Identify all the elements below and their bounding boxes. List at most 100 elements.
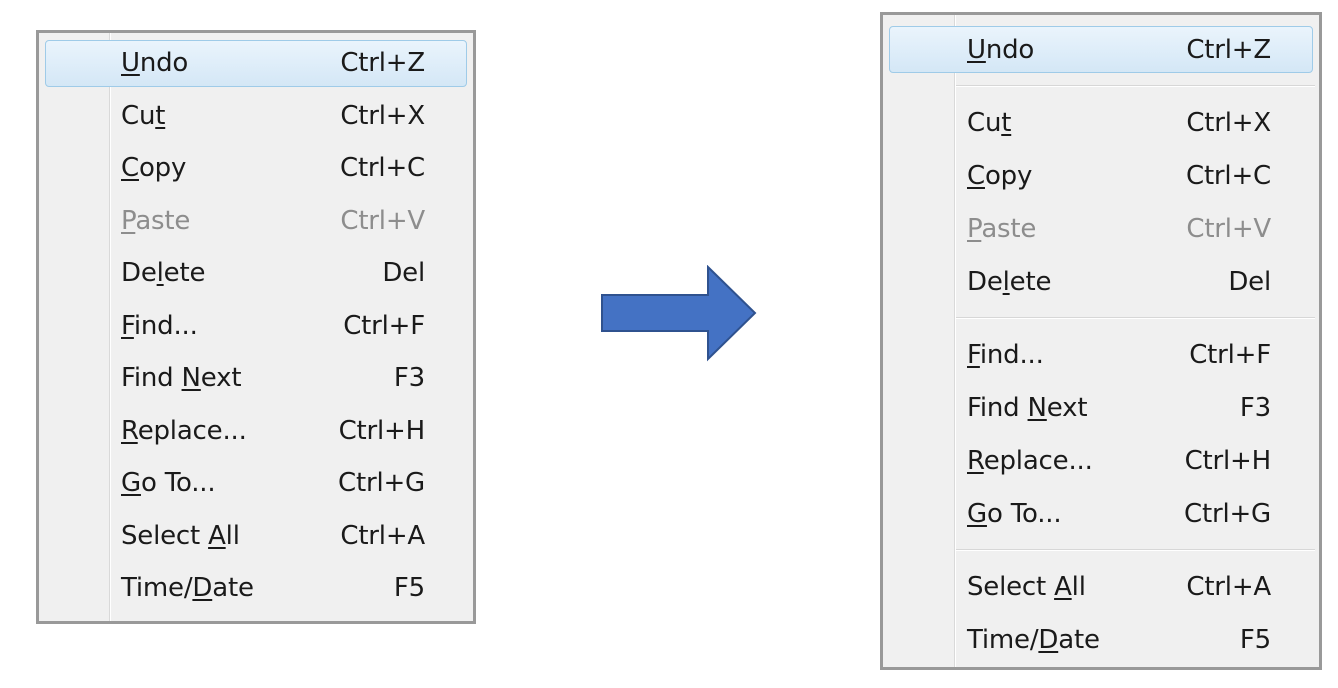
label-text: aste [135, 205, 191, 236]
label-text: ind... [133, 310, 198, 341]
access-key: U [967, 34, 986, 65]
menu-item-label: Go To... [967, 498, 1062, 529]
menu-item-label: Go To... [121, 468, 216, 499]
right-arrow-icon [601, 265, 757, 362]
menu-item-label: Find Next [967, 392, 1088, 423]
menu-item-shortcut: Ctrl+F [1189, 339, 1271, 370]
label-text: Cu [121, 100, 156, 131]
label-text: o To... [986, 498, 1062, 529]
label-text: aste [981, 213, 1037, 244]
label-text: Find [121, 363, 182, 394]
menu-item[interactable]: Go To...Ctrl+G [883, 487, 1319, 540]
label-text: ind... [979, 339, 1044, 370]
access-key: F [121, 310, 134, 341]
label-text: Select [121, 520, 209, 551]
access-key: P [967, 213, 982, 244]
access-key: F [967, 339, 980, 370]
menu-item-label: Replace... [121, 416, 247, 446]
menu-item-label: Undo [121, 48, 188, 78]
label-text: ext [200, 363, 242, 394]
label-text: Cu [967, 107, 1002, 138]
label-text: opy [984, 160, 1033, 191]
menu-item-shortcut: Ctrl+X [340, 100, 425, 131]
menu-item-label: Paste [967, 214, 1036, 244]
menu-item[interactable]: Go To... Ctrl+G [39, 457, 473, 510]
menu-separator [956, 85, 1315, 87]
access-key: N [1027, 392, 1047, 423]
arrow-shape [601, 265, 757, 362]
menu-separator [956, 317, 1315, 319]
menu-item-shortcut: Ctrl+V [1186, 213, 1271, 244]
menu-item-shortcut: Ctrl+C [1185, 160, 1271, 191]
menu-item-shortcut: F5 [1239, 624, 1271, 655]
label-text: opy [138, 153, 187, 184]
label-text: Time/ [967, 624, 1039, 655]
menu-item-label: Select All [121, 521, 240, 551]
access-key: R [967, 445, 984, 476]
label-text: ndo [139, 48, 189, 79]
label-text: De [121, 258, 157, 289]
menu-item[interactable]: Find... Ctrl+F [39, 300, 473, 353]
menu-item-highlight [45, 40, 467, 87]
access-key: R [121, 415, 138, 446]
menu-item-shortcut: Ctrl+H [1184, 445, 1272, 476]
menu-item[interactable]: Copy Ctrl+C [883, 149, 1319, 202]
menu-item-label: Find Next [121, 363, 242, 394]
access-key: G [967, 498, 987, 529]
menu-item-shortcut: Ctrl+Z [340, 48, 425, 79]
label-text: ate [212, 573, 254, 604]
menu-item[interactable]: Time/Date F5 [883, 613, 1319, 666]
access-key: t [155, 100, 166, 131]
label-text: o To... [140, 468, 216, 499]
menu-item[interactable]: Paste Ctrl+V [39, 195, 473, 248]
access-key: l [1002, 266, 1010, 297]
menu-item-label: Cut [121, 101, 165, 131]
menu-item-shortcut: F5 [393, 573, 425, 604]
menu-item-shortcut: Ctrl+A [340, 520, 425, 551]
menu-item-shortcut: Ctrl+Z [1186, 34, 1271, 65]
menu-item-label: Select All [967, 572, 1086, 602]
access-key: l [156, 258, 164, 289]
access-key: U [121, 48, 140, 79]
menu-item[interactable]: Undo Ctrl+Z [39, 37, 473, 90]
menu-item[interactable]: Select All Ctrl+A [39, 510, 473, 563]
menu-item-label: Delete [967, 267, 1051, 297]
menu-item-shortcut: Ctrl+G [338, 468, 425, 499]
access-key: P [121, 205, 136, 236]
menu-item-shortcut: Ctrl+V [340, 205, 425, 236]
menu-item[interactable]: Replace... Ctrl+H [883, 434, 1319, 487]
menu-item-shortcut: Ctrl+H [338, 415, 426, 446]
menu-item[interactable]: Replace... Ctrl+H [39, 405, 473, 458]
access-key: D [1038, 624, 1059, 655]
menu-item-label: Cut [967, 108, 1011, 138]
menu-item[interactable]: Time/Date F5 [39, 562, 473, 615]
menu-item-label: Time/Date [967, 625, 1100, 655]
menu-item-label: Replace... [967, 446, 1093, 476]
menu-gutter-divider [109, 33, 111, 621]
menu-item[interactable]: Undo Ctrl+Z [883, 23, 1319, 76]
menu-item-shortcut: Ctrl+A [1186, 571, 1271, 602]
menu-item-label: Copy [121, 153, 186, 183]
menu-gutter-divider [954, 15, 956, 667]
access-key: N [181, 363, 201, 394]
menu-item[interactable]: Select All Ctrl+A [883, 560, 1319, 613]
menu-item-label: Copy [967, 161, 1032, 191]
label-text: ndo [985, 34, 1035, 65]
menu-item[interactable]: Find... Ctrl+F [883, 328, 1319, 381]
menu-item-label: Time/Date [121, 573, 254, 603]
access-key: D [192, 573, 213, 604]
menu-item[interactable]: Cut Ctrl+X [39, 90, 473, 143]
menu-item-label: Find... [967, 340, 1044, 370]
menu-item[interactable]: Paste Ctrl+V [883, 202, 1319, 255]
menu-item-shortcut: Ctrl+F [343, 310, 425, 341]
label-text: ext [1046, 392, 1088, 423]
access-key: G [121, 468, 141, 499]
menu-item-label: Paste [121, 206, 190, 236]
